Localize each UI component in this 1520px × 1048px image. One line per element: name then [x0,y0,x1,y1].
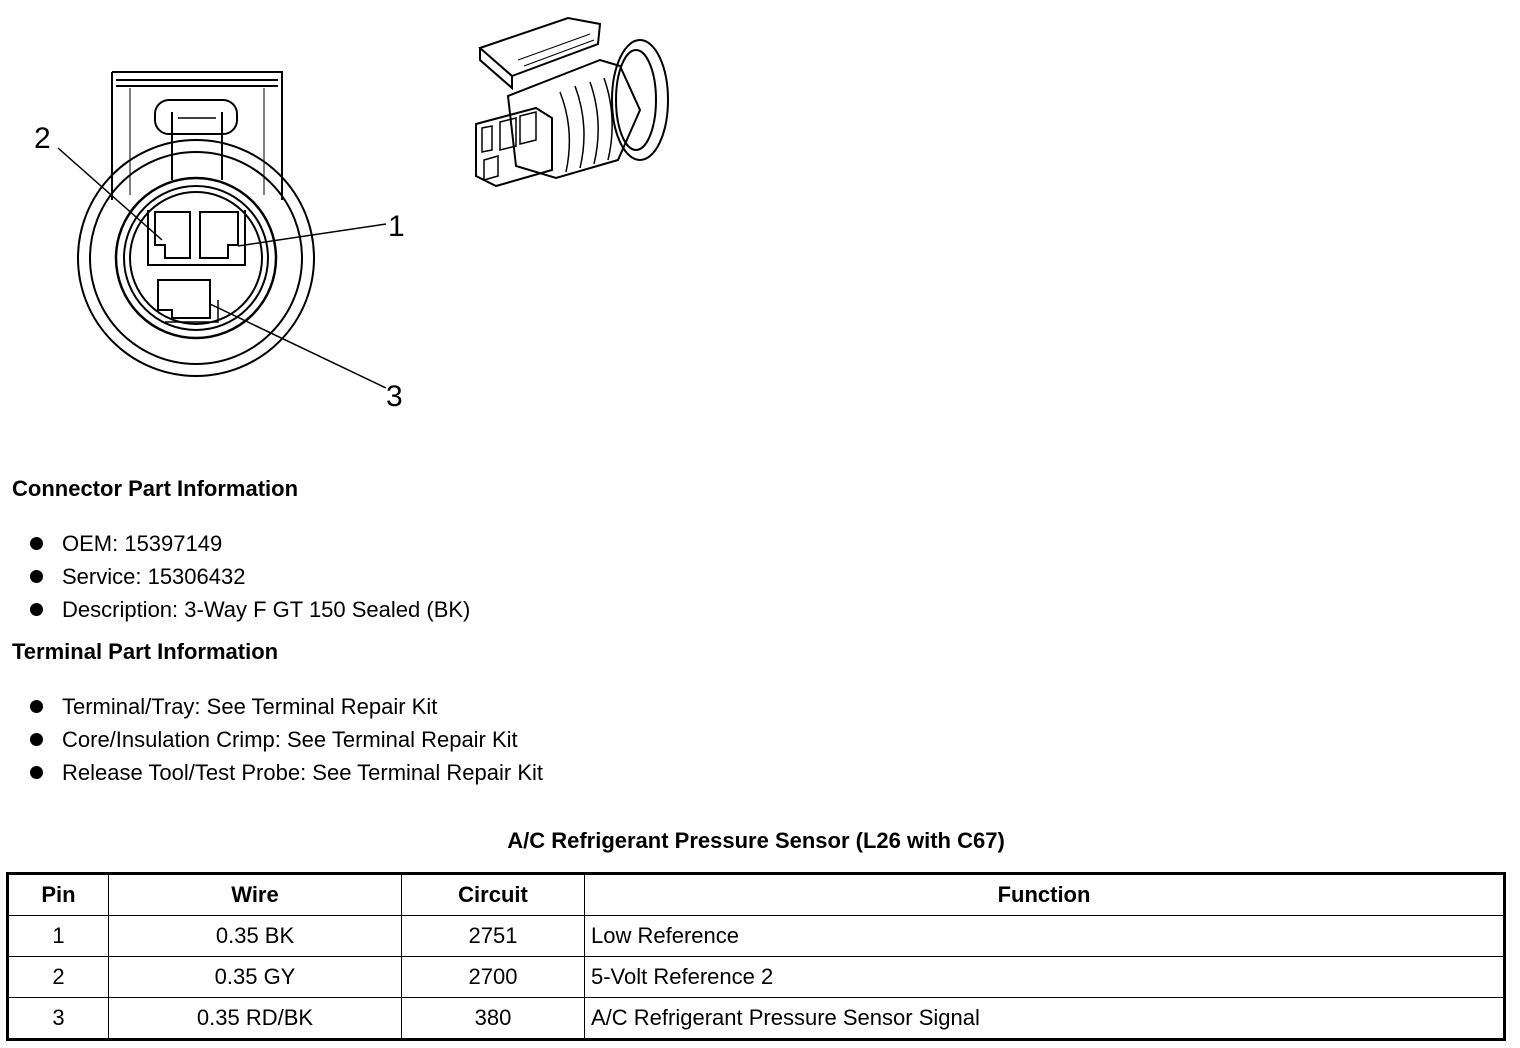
list-item: Description: 3-Way F GT 150 Sealed (BK) [30,593,470,626]
pin-label-3: 3 [386,380,403,413]
bullet-icon [30,700,43,713]
list-item-text: Terminal/Tray: See Terminal Repair Kit [62,694,438,719]
cell-function: A/C Refrigerant Pressure Sensor Signal [584,997,1505,1040]
cell-wire: 0.35 GY [108,956,402,998]
cell-circuit: 380 [401,997,585,1040]
list-item-text: Release Tool/Test Probe: See Terminal Re… [62,760,543,785]
cell-circuit: 2700 [401,956,585,998]
list-item: OEM: 15397149 [30,527,470,560]
table-header-row: Pin Wire Circuit Function [7,873,1505,916]
connector-isometric-view [475,16,669,188]
bullet-icon [30,537,43,550]
list-item-text: Description: 3-Way F GT 150 Sealed (BK) [62,597,471,622]
connector-diagram: 1 2 3 [34,16,669,413]
bullet-icon [30,766,43,779]
table-title: A/C Refrigerant Pressure Sensor (L26 wit… [507,828,1005,853]
pin-label-1: 1 [388,210,405,243]
bullet-icon [30,603,43,616]
connector-face-view [77,71,315,377]
column-header-pin: Pin [7,873,109,916]
cell-circuit: 2751 [401,915,585,957]
bullet-icon [30,570,43,583]
list-item-text: OEM: 15397149 [62,531,223,556]
connector-info-list: OEM: 15397149 Service: 15306432 Descript… [30,527,470,626]
column-header-circuit: Circuit [401,873,585,916]
bullet-icon [30,733,43,746]
pin-label-2: 2 [34,122,51,155]
cell-function: 5-Volt Reference 2 [584,956,1505,998]
table-row: 2 0.35 GY 2700 5-Volt Reference 2 [7,956,1505,998]
cell-function: Low Reference [584,915,1505,957]
list-item-text: Service: 15306432 [62,564,246,589]
list-item-text: Core/Insulation Crimp: See Terminal Repa… [62,727,518,752]
pin-leader-lines [57,147,387,389]
cell-wire: 0.35 RD/BK [108,997,402,1040]
table-row: 1 0.35 BK 2751 Low Reference [7,915,1505,957]
cell-pin: 3 [7,997,109,1040]
list-item: Release Tool/Test Probe: See Terminal Re… [30,756,543,789]
cell-pin: 2 [7,956,109,998]
column-header-wire: Wire [108,873,402,916]
terminal-info-list: Terminal/Tray: See Terminal Repair Kit C… [30,690,543,789]
list-item: Terminal/Tray: See Terminal Repair Kit [30,690,543,723]
terminal-info-heading: Terminal Part Information [12,639,279,664]
list-item: Core/Insulation Crimp: See Terminal Repa… [30,723,543,756]
table-row: 3 0.35 RD/BK 380 A/C Refrigerant Pressur… [7,997,1505,1040]
cell-pin: 1 [7,915,109,957]
list-item: Service: 15306432 [30,560,470,593]
column-header-function: Function [584,873,1505,916]
cell-wire: 0.35 BK [108,915,402,957]
connector-info-heading: Connector Part Information [12,476,299,501]
pinout-table: Pin Wire Circuit Function 1 0.35 BK 2751… [6,872,1506,1041]
